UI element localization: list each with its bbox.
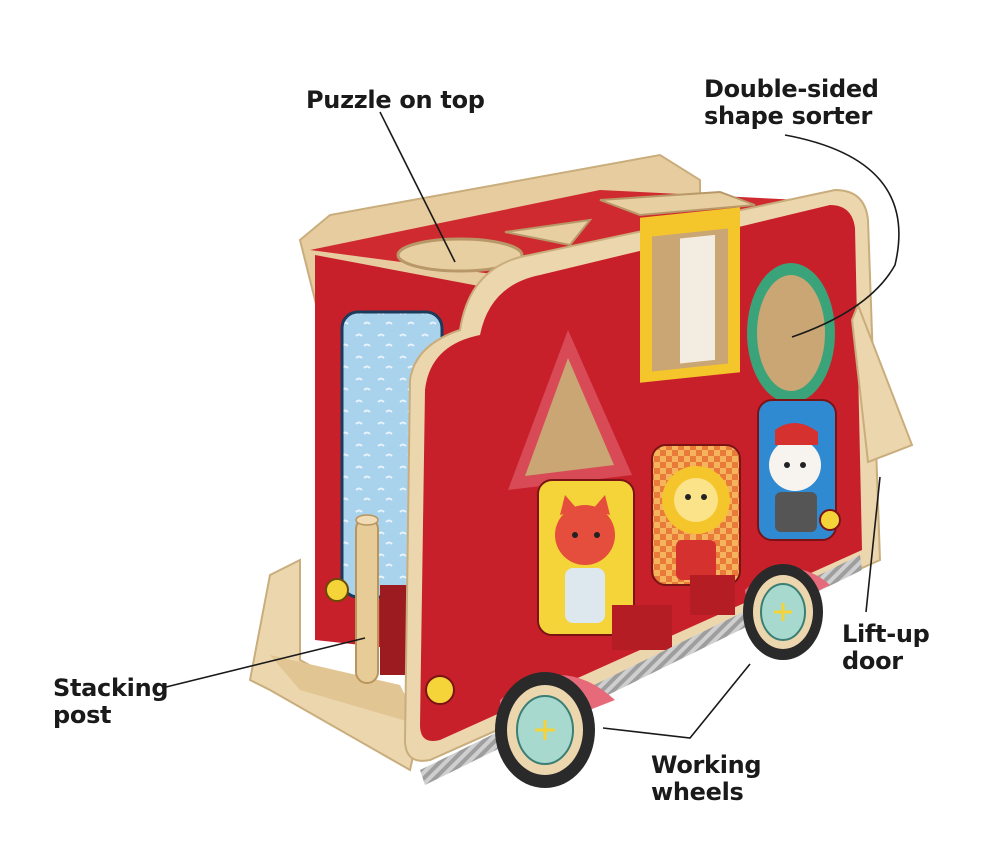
- front-slot-left: [612, 605, 672, 650]
- callout-working-wheels: Working wheels: [651, 751, 762, 806]
- callout-line: Lift-up: [842, 620, 930, 648]
- front-slot-right: [690, 575, 735, 615]
- puzzle-leader: [379, 111, 456, 263]
- callout-line: Double-sided: [704, 75, 879, 103]
- front-light: [425, 675, 455, 705]
- leader-lines: [161, 111, 900, 739]
- liftup-leader: [865, 476, 881, 613]
- callout-puzzle-on-top: Puzzle on top: [306, 87, 485, 114]
- lift-up-door: [850, 302, 914, 464]
- rear-wheel: [495, 672, 615, 788]
- stacking-leader: [161, 637, 366, 689]
- callout-stacking-post: Stacking post: [53, 674, 169, 729]
- callout-line: Stacking: [53, 674, 169, 702]
- callout-line: shape sorter: [704, 102, 872, 130]
- callout-line: door: [842, 647, 903, 675]
- callout-lift-up-door: Lift-up door: [842, 621, 930, 675]
- wheels-leader: [602, 663, 751, 739]
- front-wheel: [743, 564, 830, 660]
- callout-line: wheels: [651, 778, 744, 806]
- callout-double-sided-sorter: Double-sided shape sorter: [704, 76, 879, 130]
- puzzle-roof: [310, 190, 800, 275]
- callout-line: Puzzle on top: [306, 86, 485, 114]
- wood-base: [248, 558, 422, 772]
- headlight: [325, 578, 349, 602]
- callout-line: Working: [651, 751, 762, 779]
- callout-line: post: [53, 701, 112, 729]
- stacking-post: [355, 514, 379, 684]
- sorter-leader: [784, 134, 900, 338]
